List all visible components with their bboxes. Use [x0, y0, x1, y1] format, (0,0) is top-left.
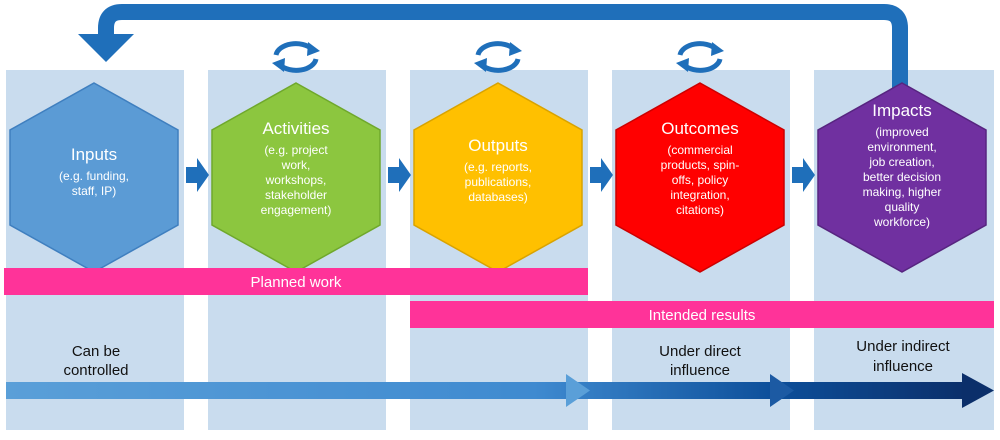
stage-text-outcomes: Outcomes (commercial products, spin- off…: [661, 119, 740, 217]
arrow-right-icon: [186, 158, 209, 192]
stage-detail-line: stakeholder: [265, 188, 327, 202]
arrow-right-icon: [792, 158, 815, 192]
influence-direct-line: influence: [670, 362, 730, 379]
cycle-icon-outcomes: [676, 41, 724, 73]
hexagon-impacts: [817, 82, 987, 273]
hexagon-outcomes: [615, 82, 785, 273]
stage-detail-line: products, spin-: [661, 158, 740, 172]
intended-results-label: Intended results: [649, 307, 756, 324]
stage-detail-line: (e.g. funding,: [59, 169, 129, 183]
stage-detail-line: (improved: [875, 125, 928, 139]
stage-detail-line: environment,: [867, 140, 936, 154]
stage-detail-line: better decision: [863, 170, 941, 184]
stage-text-activities: Activities (e.g. project work, workshops…: [261, 119, 332, 217]
influence-indirect-line: Under indirect: [856, 338, 950, 355]
stage-detail-line: workshops,: [265, 173, 327, 187]
arrow-right-icon: [590, 158, 613, 192]
stage-detail-line: (commercial: [667, 143, 732, 157]
planned-work-band: [4, 268, 588, 295]
stage-detail-line: (e.g. reports,: [464, 160, 532, 174]
stage-title: Impacts: [872, 101, 932, 120]
influence-controlled-line: Can be: [72, 343, 120, 360]
stage-detail-line: citations): [676, 203, 724, 217]
influence-indirect-line: influence: [873, 358, 933, 375]
influence-direct-line: Under direct: [659, 343, 742, 360]
planned-work-label: Planned work: [251, 274, 342, 291]
stage-text-outputs: Outputs (e.g. reports, publications, dat…: [464, 136, 532, 204]
stage-detail-line: making, higher: [863, 185, 942, 199]
influence-arrow: [6, 373, 994, 408]
stage-text-inputs: Inputs (e.g. funding, staff, IP): [59, 145, 129, 198]
influence-controlled-line: controlled: [63, 362, 128, 379]
stage-detail-line: engagement): [261, 203, 332, 217]
stage-title: Activities: [262, 119, 329, 138]
stage-detail-line: databases): [468, 190, 527, 204]
cycle-icon-outputs: [474, 41, 522, 73]
stage-detail-line: job creation,: [868, 155, 934, 169]
stage-detail-line: staff, IP): [72, 184, 116, 198]
stage-detail-line: (e.g. project: [264, 143, 328, 157]
stage-text-impacts: Impacts (improved environment, job creat…: [863, 101, 942, 229]
stage-title: Outcomes: [661, 119, 738, 138]
stage-title: Outputs: [468, 136, 528, 155]
stage-title: Inputs: [71, 145, 117, 164]
cycle-icon-activities: [272, 41, 320, 73]
intended-results-band: [410, 301, 994, 328]
stage-detail-line: work,: [281, 158, 311, 172]
stage-detail-line: workforce): [873, 215, 930, 229]
feedback-loop-arrow: [78, 4, 908, 105]
stage-detail-line: quality: [885, 200, 920, 214]
stage-detail-line: integration,: [670, 188, 729, 202]
stage-detail-line: offs, policy: [672, 173, 728, 187]
stage-detail-line: publications,: [465, 175, 532, 189]
arrow-right-icon: [388, 158, 411, 192]
